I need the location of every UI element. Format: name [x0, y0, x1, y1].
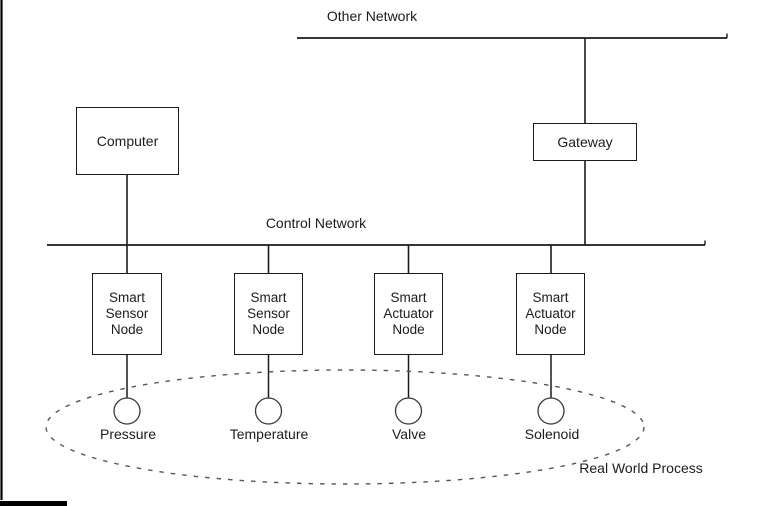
smart-actuator-node-label-1: Smart Actuator Node: [383, 290, 434, 337]
device-label-valve: Valve: [392, 426, 426, 442]
other-network-label: Other Network: [326, 8, 418, 24]
smart-actuator-node-label-2: Smart Actuator Node: [525, 290, 576, 337]
gateway-box: Gateway: [533, 123, 637, 161]
device-label-solenoid: Solenoid: [524, 426, 580, 442]
smart-sensor-node-label-1: Smart Sensor Node: [105, 290, 149, 337]
device-label-temperature: Temperature: [229, 426, 309, 442]
device-circle-pressure: [113, 397, 141, 425]
device-label-pressure: Pressure: [99, 426, 157, 442]
device-circle-valve: [394, 397, 423, 425]
control-network-label: Control Network: [265, 215, 367, 231]
computer-box: Computer: [76, 107, 179, 175]
real-world-process-ellipse: [45, 369, 645, 485]
computer-label: Computer: [96, 133, 159, 149]
smart-actuator-node-box-2: Smart Actuator Node: [516, 273, 585, 355]
device-circle-temperature: [254, 397, 283, 425]
real-world-process-label: Real World Process: [579, 460, 703, 476]
smart-sensor-node-box-2: Smart Sensor Node: [234, 273, 303, 355]
scan-bottom-bar: [0, 501, 67, 506]
smart-sensor-node-box-1: Smart Sensor Node: [92, 273, 162, 355]
device-circle-solenoid: [537, 397, 565, 425]
gateway-label: Gateway: [557, 134, 613, 150]
smart-sensor-node-label-2: Smart Sensor Node: [247, 290, 290, 337]
smart-actuator-node-box-1: Smart Actuator Node: [374, 273, 443, 355]
